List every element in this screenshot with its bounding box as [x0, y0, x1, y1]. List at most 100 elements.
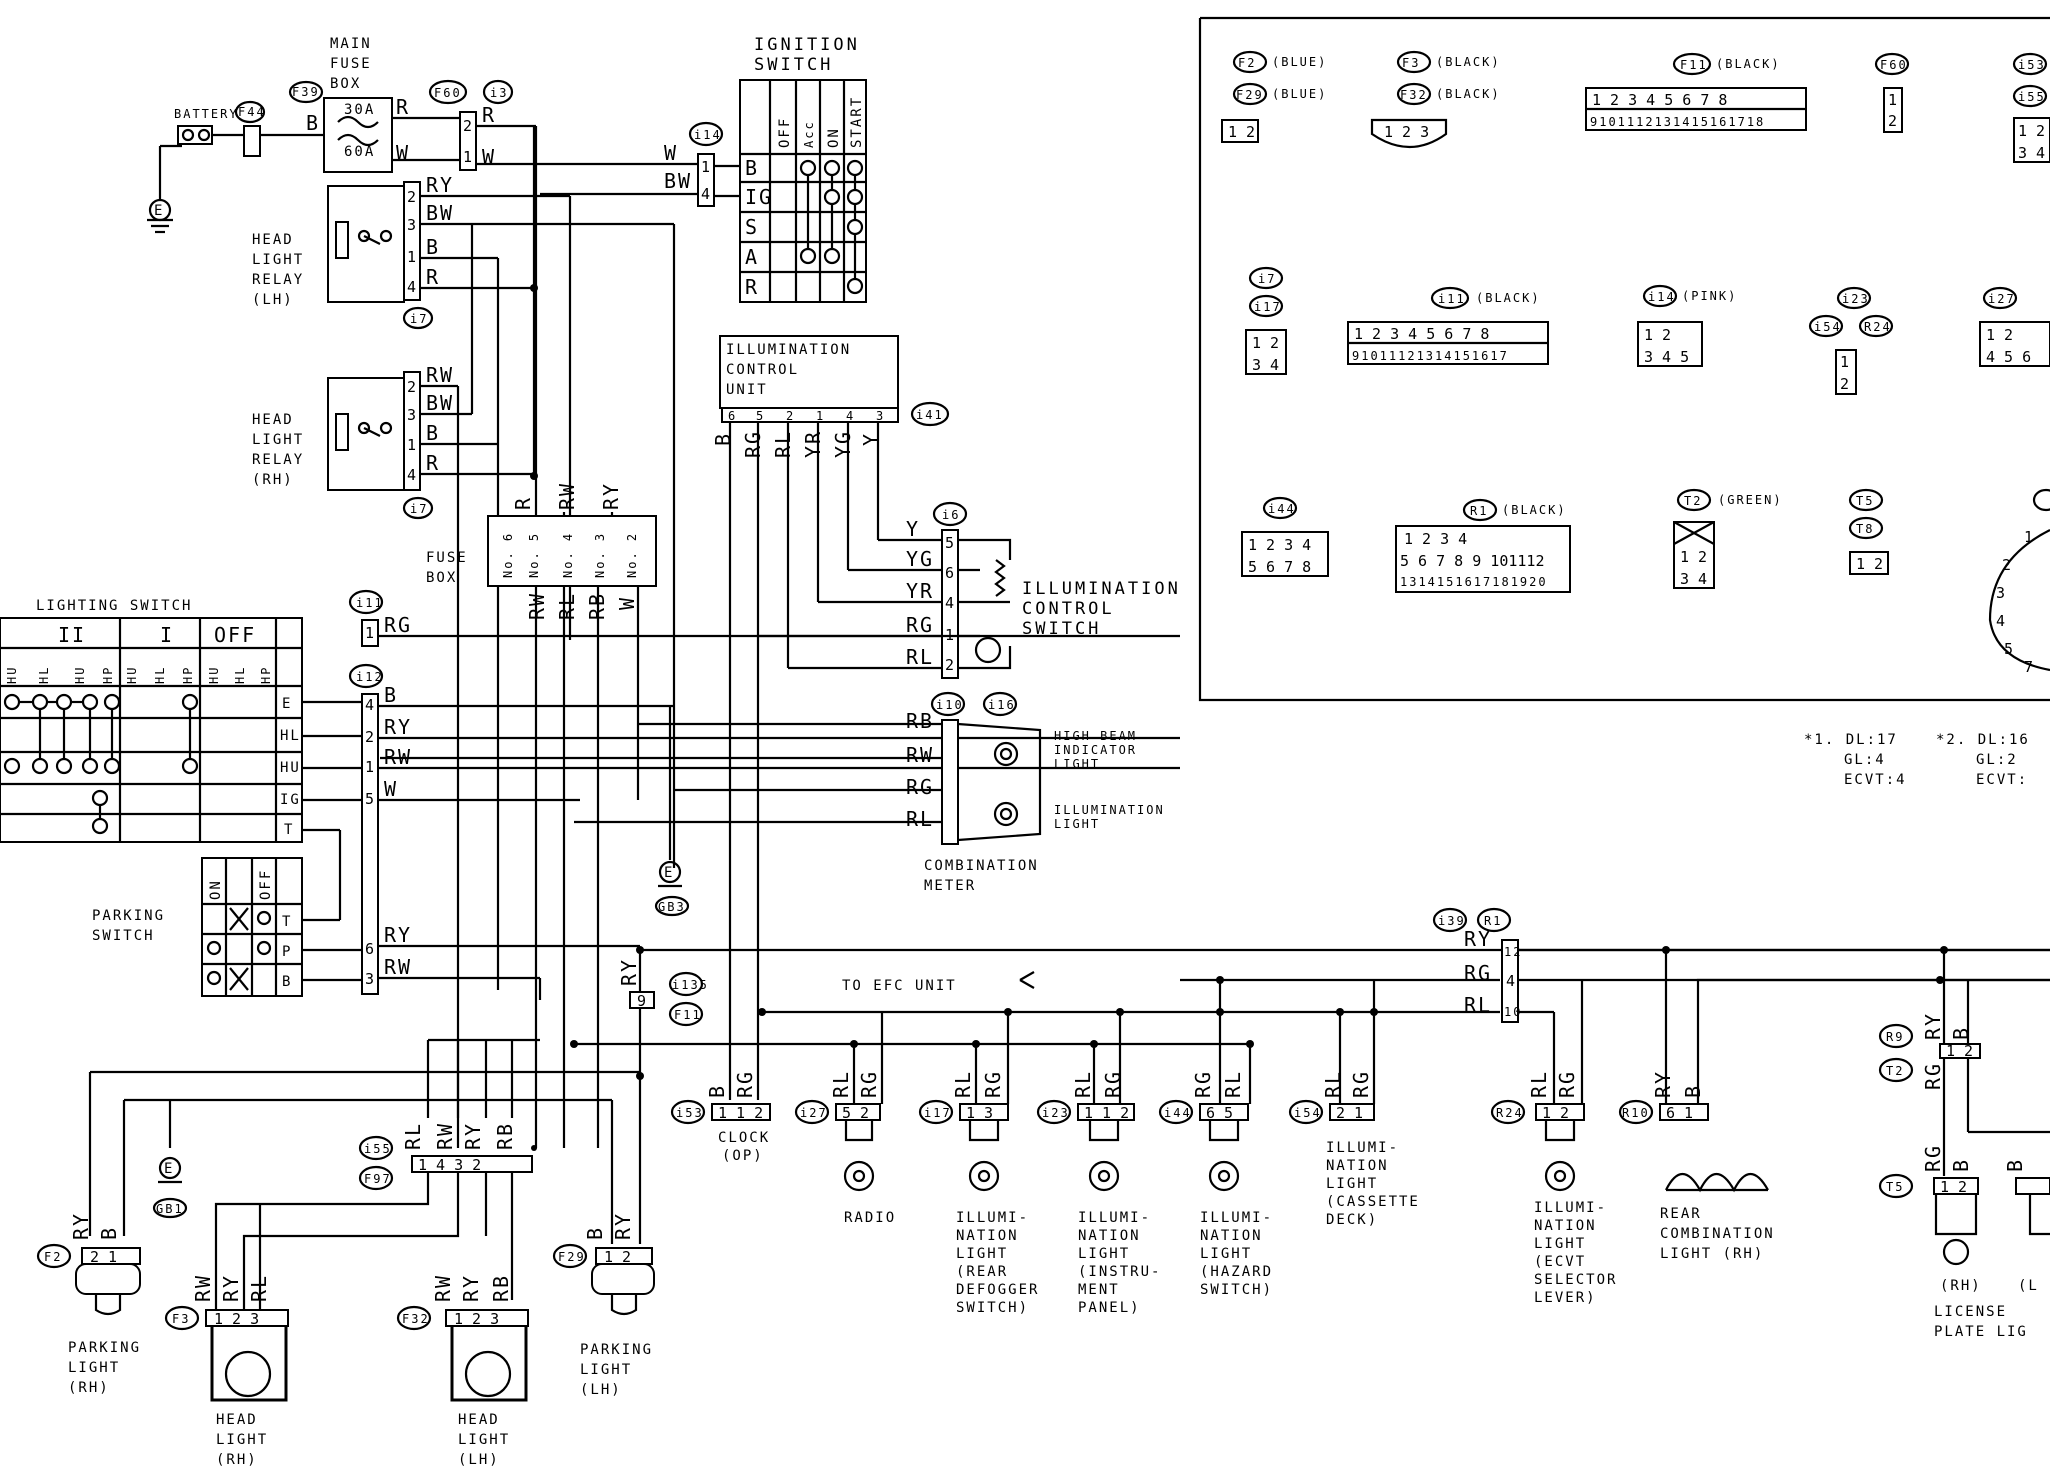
svg-text:B: B: [2003, 1158, 2027, 1172]
i27-label: i27: [800, 1106, 828, 1120]
svg-text:HL: HL: [233, 666, 247, 684]
svg-text:2: 2: [463, 117, 472, 135]
svg-text:YR: YR: [801, 430, 825, 458]
svg-text:ILLUMI-: ILLUMI-: [1534, 1200, 1607, 1216]
svg-text:1 2: 1 2: [1228, 123, 1255, 141]
svg-text:B: B: [1949, 1158, 1973, 1172]
to-efc-label: TO EFC UNIT: [842, 978, 957, 994]
svg-text:R24: R24: [1864, 320, 1892, 334]
i11-label: i11: [356, 596, 384, 610]
svg-text:3 4: 3 4: [2018, 144, 2045, 162]
svg-text:1 2: 1 2: [1542, 1104, 1569, 1122]
clock-2: (OP): [722, 1148, 764, 1164]
svg-text:1 2 3 4 5 6 7 8: 1 2 3 4 5 6 7 8: [1354, 325, 1489, 343]
ls-row-t: T: [284, 822, 294, 838]
svg-text:NATION: NATION: [1326, 1158, 1389, 1174]
svg-text:6: 6: [365, 940, 374, 958]
svg-text:B: B: [384, 683, 398, 707]
svg-text:2: 2: [786, 409, 795, 423]
license-1: LICENSE: [1934, 1304, 2007, 1320]
ign-row-b: B: [745, 156, 759, 180]
svg-text:Y: Y: [859, 432, 883, 446]
svg-text:(BLACK): (BLACK): [1716, 57, 1781, 71]
r9-label: R9: [1886, 1030, 1904, 1044]
svg-text:RW: RW: [384, 955, 412, 979]
svg-text:RL: RL: [951, 1070, 975, 1098]
svg-text:i55: i55: [2018, 90, 2046, 104]
svg-text:R: R: [511, 496, 535, 510]
svg-text:B: B: [711, 432, 735, 446]
i11-connector: [361, 619, 379, 647]
svg-text:W: W: [384, 777, 398, 801]
icu-pins: 6 5 2 1 4 3: [728, 409, 883, 423]
i10-label: i10: [936, 698, 964, 712]
svg-text:W: W: [482, 145, 496, 169]
relay-lh-2: LIGHT: [252, 252, 304, 268]
svg-text:RY: RY: [426, 173, 454, 197]
fuse-box-label-1: FUSE: [426, 550, 468, 566]
illumination-control-unit: ILLUMINATION CONTROL UNIT 6 5 2 1 4 3 i4…: [711, 335, 950, 1100]
svg-text:4: 4: [945, 594, 954, 612]
svg-text:RL: RL: [1071, 1070, 1095, 1098]
svg-text:NATION: NATION: [1534, 1218, 1597, 1234]
note2-b: GL:2: [1976, 752, 2018, 768]
svg-text:RL: RL: [1221, 1070, 1245, 1098]
svg-text:RG: RG: [733, 1070, 757, 1098]
ps-col-off: OFF: [258, 869, 274, 900]
svg-text:(BLUE): (BLUE): [1272, 55, 1327, 69]
svg-text:No. 4: No. 4: [561, 532, 575, 578]
svg-text:91011121314151617: 91011121314151617: [1352, 349, 1509, 363]
i23-label: i23: [1042, 1106, 1070, 1120]
high-beam-1: HIGH BEAM: [1054, 729, 1137, 743]
svg-text:3: 3: [407, 216, 416, 234]
svg-text:NATION: NATION: [1078, 1228, 1141, 1244]
svg-text:SWITCH): SWITCH): [1200, 1282, 1273, 1298]
svg-text:(BLACK): (BLACK): [1502, 503, 1567, 517]
head-lh-2: LIGHT: [458, 1432, 510, 1448]
svg-text:HU: HU: [207, 666, 221, 684]
svg-text:RL: RL: [829, 1070, 853, 1098]
gb3-label: GB3: [658, 900, 686, 914]
svg-text:RG: RG: [1555, 1070, 1579, 1098]
svg-text:RB: RB: [493, 1122, 517, 1150]
resistor-icon: [994, 559, 1006, 597]
svg-text:HU: HU: [5, 666, 19, 684]
comb-meter-2: METER: [924, 878, 976, 894]
svg-text:HU: HU: [73, 666, 87, 684]
svg-text:1: 1: [816, 409, 825, 423]
svg-text:RL: RL: [906, 645, 934, 669]
bottom-bus: TO EFC UNIT i135 F11 9 RY i39 R1 12: [531, 907, 2050, 1151]
main-fuse-box: [323, 97, 393, 173]
svg-text:B: B: [1949, 1026, 1973, 1040]
fuse60-label: 60A: [344, 144, 375, 160]
svg-text:B: B: [97, 1226, 121, 1240]
svg-text:BW: BW: [664, 169, 692, 193]
ign-row-r: R: [745, 275, 759, 299]
i12-label: i12: [356, 670, 384, 684]
svg-text:5: 5: [2004, 640, 2013, 658]
icu-label-3: UNIT: [726, 382, 768, 398]
main-fuse-label-2: FUSE: [330, 56, 372, 72]
head-rh-3: (RH): [216, 1452, 258, 1468]
license-2: PLATE LIG: [1934, 1324, 2028, 1340]
i12-connector: [361, 693, 379, 995]
svg-text:RL: RL: [555, 592, 579, 620]
ls-head-1: I: [160, 623, 174, 647]
svg-text:F29: F29: [1236, 88, 1264, 102]
svg-text:B: B: [306, 111, 320, 135]
svg-text:1 2: 1 2: [1986, 326, 2013, 344]
svg-text:2: 2: [1840, 375, 1849, 393]
svg-text:2 1: 2 1: [90, 1248, 117, 1266]
svg-text:F3: F3: [1402, 56, 1420, 70]
f11-label: F11: [674, 1008, 702, 1022]
svg-text:RW: RW: [426, 363, 454, 387]
svg-text:1: 1: [701, 158, 710, 176]
t5-label: T5: [1886, 1180, 1904, 1194]
svg-text:HP: HP: [101, 666, 115, 684]
note2-a: *2. DL:16: [1936, 732, 2030, 748]
svg-text:W: W: [396, 141, 410, 165]
svg-text:4: 4: [407, 466, 416, 484]
svg-text:RY: RY: [384, 923, 412, 947]
svg-text:REAR: REAR: [1660, 1206, 1702, 1222]
